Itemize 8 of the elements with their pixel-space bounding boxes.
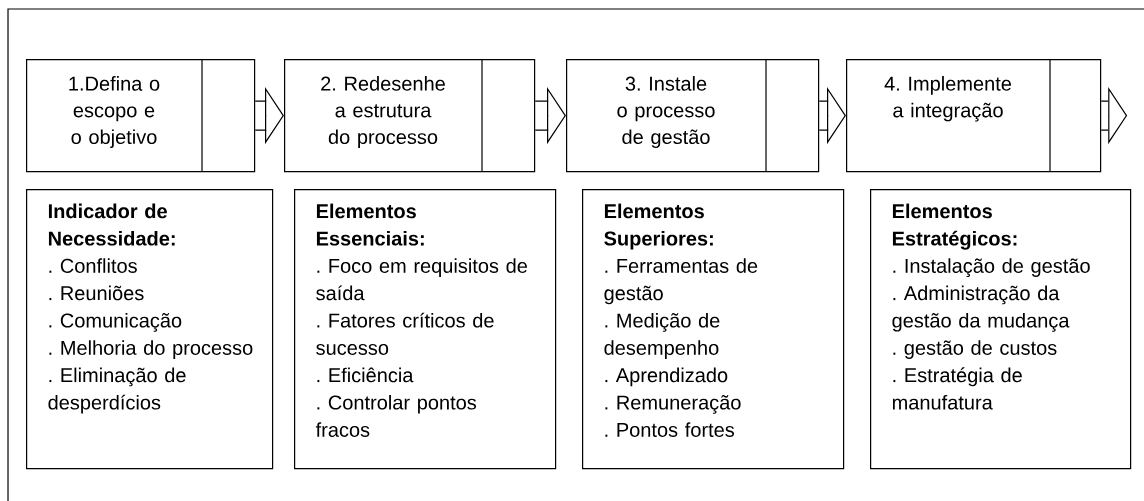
text-box: Elementos Superiores: . Ferramentas de gestão . Medição de desempenho . Aprendizado . Remuneração . Pontos fortes [582,189,845,470]
text-box: Indicador de Necessidade: . Conflitos . Reuniões . Comunicação . Melhoria do processo . Eliminação de desperdícios [26,189,274,470]
text-box: Elementos Essenciais: . Foco em requisitos de saída . Fatores críticos de sucesso . Eficiência . Controlar pontos fracos [294,189,557,470]
step-box: 3. Instale o processo de gestão [566,58,820,173]
step-box: 2. Redesenhe a estrutura do processo [284,58,536,173]
text-box: Elementos Estratégicos: . Instalação de gestão . Administração da gestão da mudança . gestão de custos . Estratégia de manufatura [870,189,1132,470]
step-box: 1.Defina o escopo e o objetivo [26,58,256,173]
step-box: 4. Implemente a integração [846,58,1102,173]
